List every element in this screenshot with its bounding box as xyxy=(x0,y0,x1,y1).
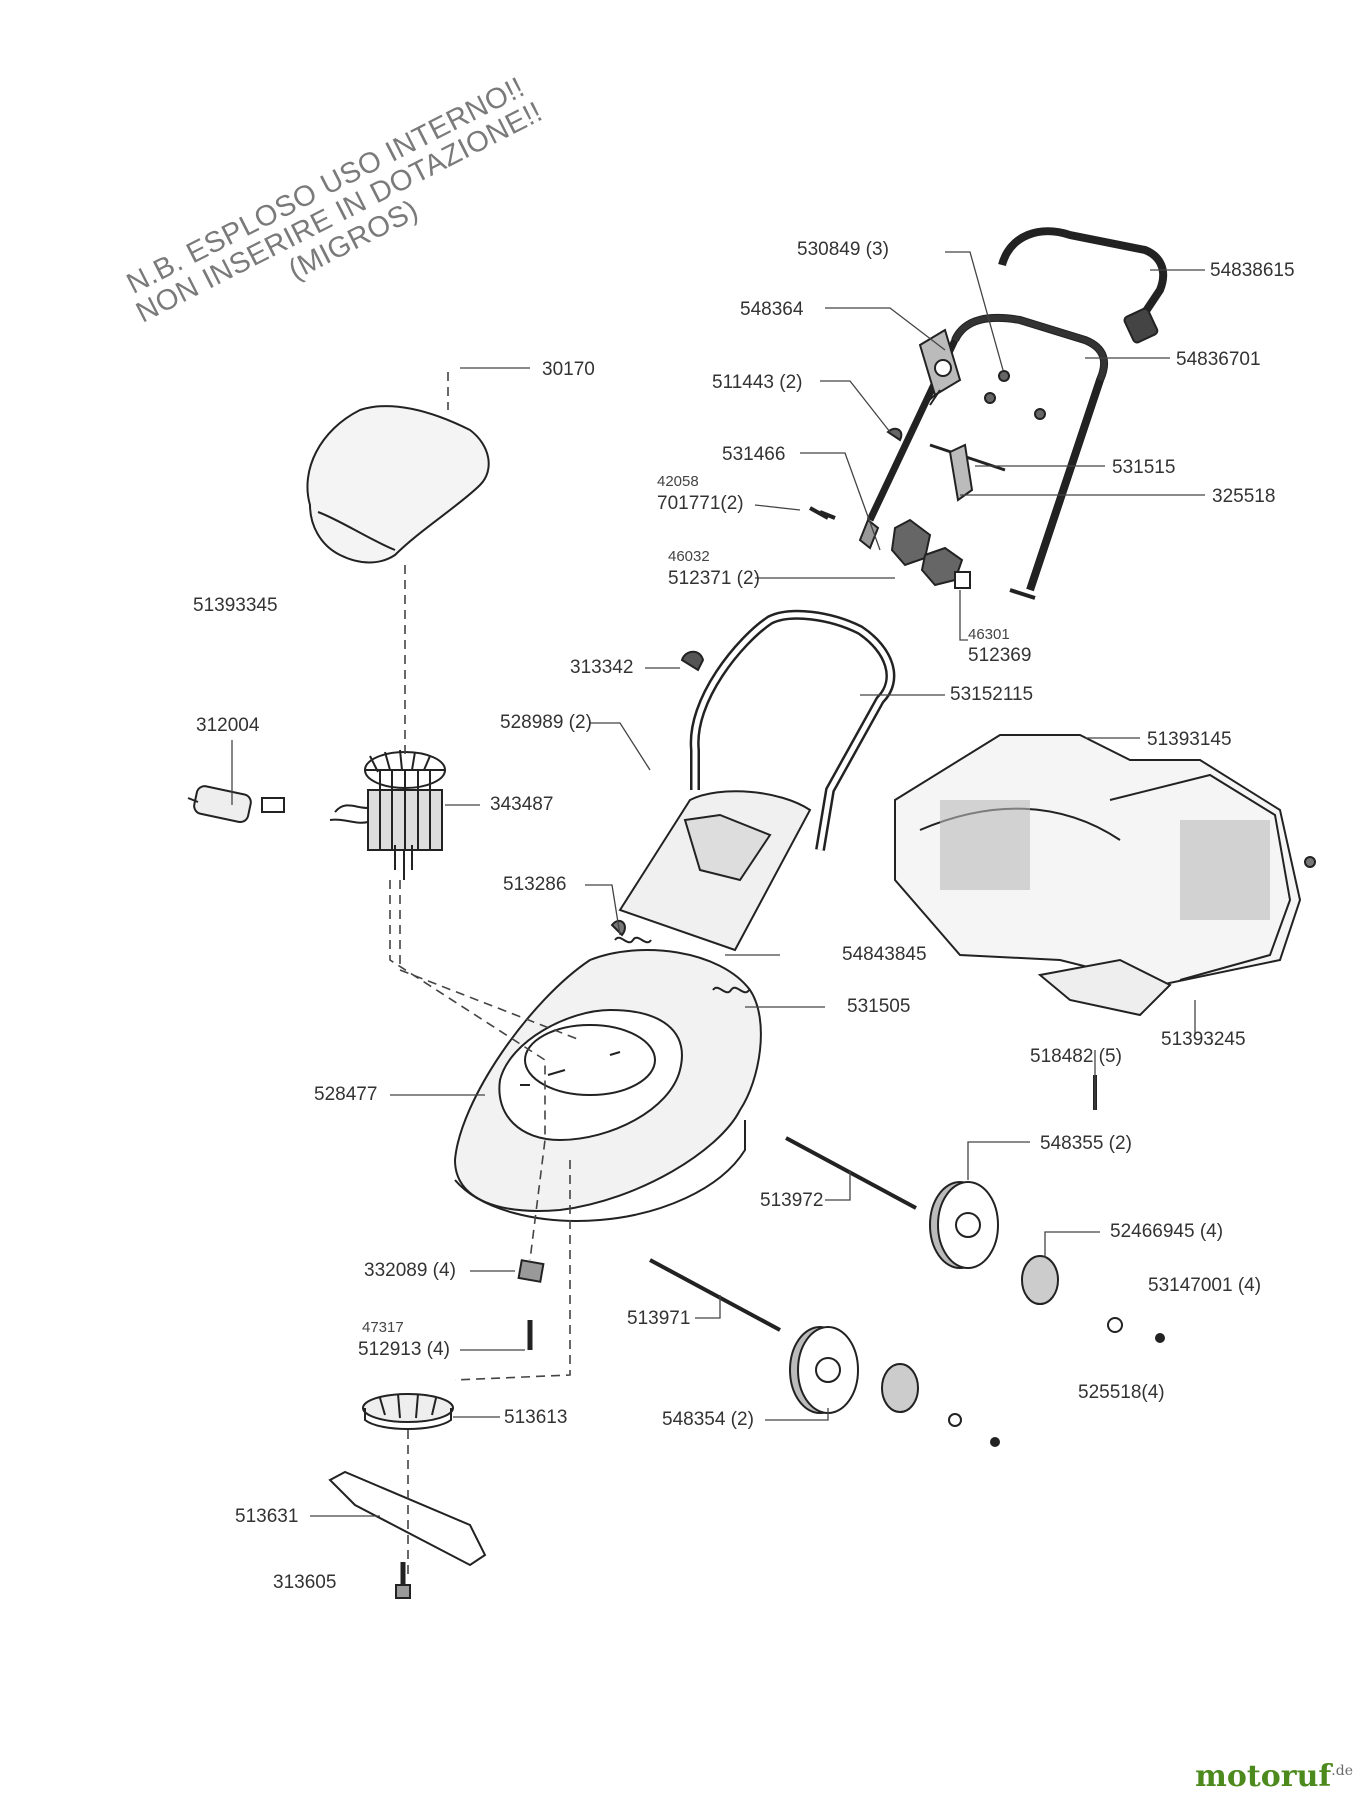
part-label: 513613 xyxy=(504,1407,568,1428)
part-label: 313605 xyxy=(273,1572,337,1593)
assembly-dashed-lines xyxy=(389,372,581,1580)
part-label: 51393345 xyxy=(193,595,278,616)
part-label: 52466945 (4) xyxy=(1110,1221,1224,1242)
part-label: 548364 xyxy=(740,299,804,320)
axles-part xyxy=(649,1136,917,1332)
upper-handle-part xyxy=(866,227,1168,592)
part-label: 511443 (2) xyxy=(712,372,803,393)
part-label: 548355 (2) xyxy=(1040,1133,1132,1154)
handle-knobs-part xyxy=(809,506,1036,600)
part-label: 54843845 xyxy=(842,944,927,965)
part-label: 525518(4) xyxy=(1078,1382,1165,1403)
part-label: 513631 xyxy=(235,1506,299,1527)
part-label: 312004 xyxy=(196,715,260,736)
blade-part xyxy=(328,1470,487,1599)
part-label: 343487 xyxy=(490,794,554,815)
part-label-old: 42058 xyxy=(657,473,699,490)
part-label: 53147001 (4) xyxy=(1148,1275,1262,1296)
part-label: 512913 (4) xyxy=(358,1339,450,1360)
cable-clip-part xyxy=(918,328,962,409)
leader-lines xyxy=(231,251,1205,1517)
part-label: 530849 (3) xyxy=(797,239,889,260)
part-label: 325518 xyxy=(1212,486,1276,507)
fan-part xyxy=(362,1393,454,1430)
part-label: 528989 (2) xyxy=(500,712,592,733)
part-label: 313342 xyxy=(570,657,634,678)
part-label: 528477 xyxy=(314,1084,378,1105)
part-label-old: 46301 xyxy=(968,626,1010,643)
part-label: 701771(2) xyxy=(657,493,744,514)
motor-part xyxy=(329,749,446,880)
part-label: 512369 xyxy=(968,645,1032,666)
part-label: 54836701 xyxy=(1176,349,1261,370)
lower-handle-part xyxy=(680,609,896,851)
part-label: 548354 (2) xyxy=(662,1409,754,1430)
brand-logo: motoruf.de xyxy=(1195,1759,1353,1794)
part-label: 513971 xyxy=(627,1308,691,1329)
mower-deck-part xyxy=(453,949,762,1222)
handle-screws-part xyxy=(886,370,1046,502)
springs-part xyxy=(614,936,750,994)
part-label: 513972 xyxy=(760,1190,824,1211)
grass-box-part xyxy=(894,734,1302,1017)
part-label: 513286 xyxy=(503,874,567,895)
part-label: 332089 (4) xyxy=(364,1260,456,1281)
part-label: 54838615 xyxy=(1210,260,1295,281)
brand-suffix: .de xyxy=(1331,1763,1353,1779)
part-label: 51393145 xyxy=(1147,729,1232,750)
part-label: 531466 xyxy=(722,444,786,465)
part-label: 53152115 xyxy=(950,684,1034,705)
part-label: 51393245 xyxy=(1161,1029,1246,1050)
grass-bag-cover-part xyxy=(306,405,490,564)
part-label: 531505 xyxy=(847,996,911,1017)
wheels-part xyxy=(789,1181,1059,1414)
part-label: 30170 xyxy=(542,359,595,380)
part-label-old: 47317 xyxy=(362,1319,404,1336)
part-label: 512371 (2) xyxy=(668,568,760,589)
part-label: 531515 xyxy=(1112,457,1176,478)
brand-name: motoruf xyxy=(1195,1759,1332,1794)
part-label-old: 46032 xyxy=(668,548,710,565)
part-label: 518482 (5) xyxy=(1030,1046,1122,1067)
capacitor-part xyxy=(187,785,285,824)
